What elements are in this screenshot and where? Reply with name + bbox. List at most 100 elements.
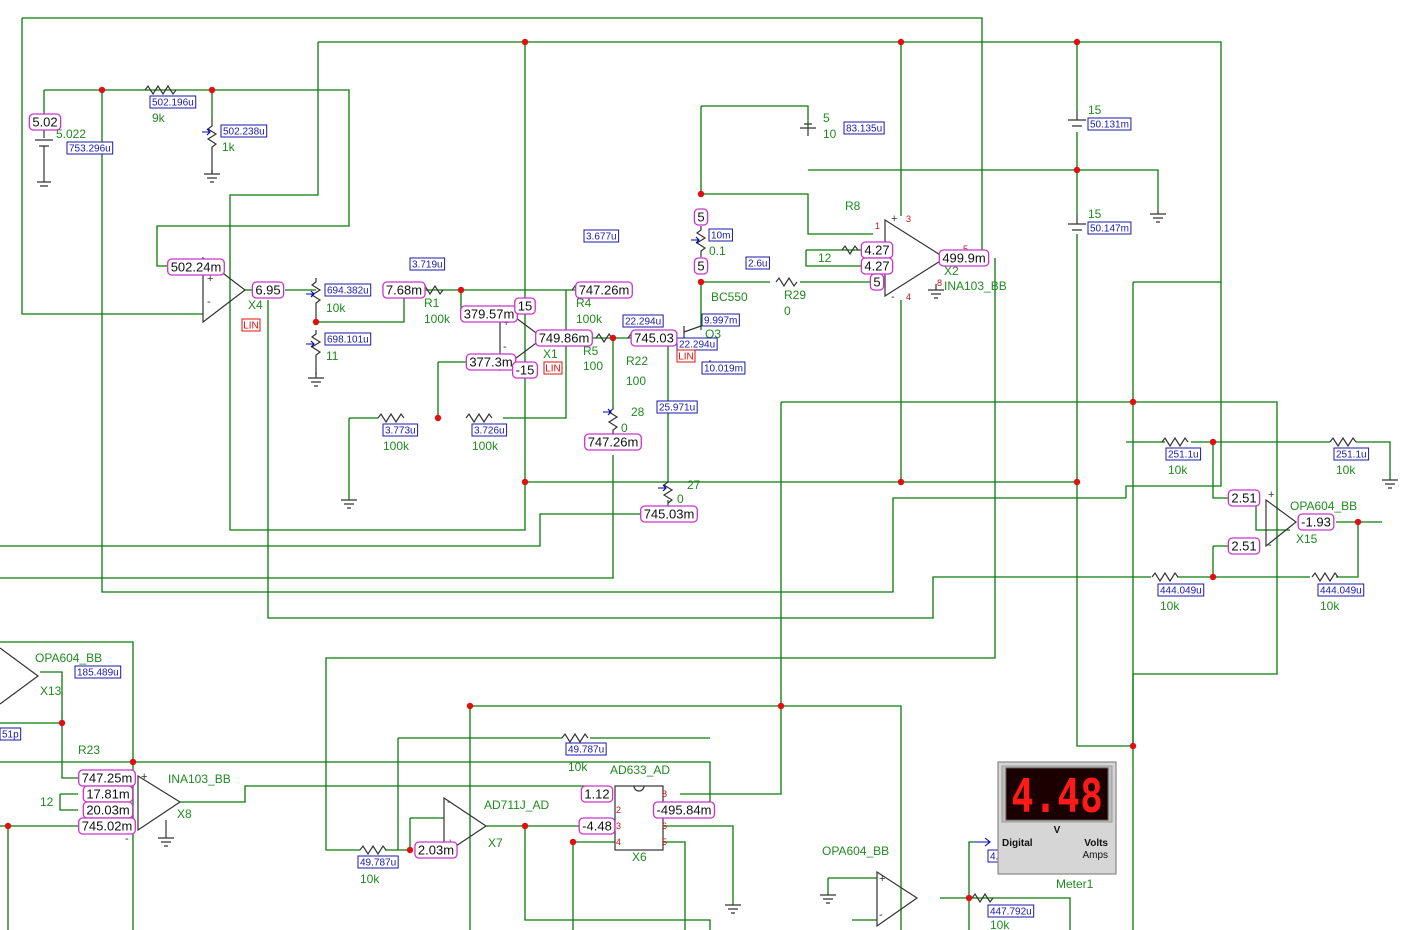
component-label: 27 (687, 478, 701, 492)
current-probe[interactable]: 3.726u (471, 423, 508, 437)
current-probe[interactable]: 9.997m (701, 313, 740, 327)
current-probe-value: 3.677u (586, 232, 617, 243)
voltage-probe-value: -1.93 (1301, 515, 1331, 530)
current-probe-value: 694.382u (327, 286, 369, 297)
component-label: 100k (424, 312, 451, 326)
current-probe[interactable]: 753.296u (66, 141, 114, 155)
current-probe[interactable]: 2.6u (745, 256, 770, 270)
component-label: 100 (583, 359, 603, 373)
current-probe[interactable]: 49.787u (357, 855, 399, 869)
current-probe[interactable]: 22.294u (622, 314, 664, 328)
current-probe[interactable]: 10m (708, 228, 733, 242)
current-probe[interactable]: 3.719u (409, 257, 446, 271)
voltage-probe[interactable]: 6.95 (251, 281, 285, 299)
meter-unit: V (1054, 825, 1061, 836)
component-label: AD633_AD (610, 763, 670, 777)
pin-number: 4 (616, 837, 621, 847)
voltage-probe-value: 4.27 (864, 259, 889, 274)
current-probe-value: 22.294u (679, 340, 715, 351)
voltage-probe[interactable]: 1.12 (580, 785, 614, 803)
component-label: R1 (424, 296, 440, 310)
current-probe[interactable]: 251.1u (1165, 447, 1202, 461)
voltage-probe-value: 1.12 (584, 787, 609, 802)
meter1[interactable]: 4.48 V Digital Volts Amps (997, 761, 1117, 875)
voltage-probe[interactable]: 5 (693, 208, 709, 226)
voltage-probe[interactable]: 379.57m (460, 305, 518, 323)
voltage-probe[interactable]: 2.51 (1227, 489, 1261, 507)
component-label: 12 (40, 795, 54, 809)
voltage-probe[interactable]: 747.26m (584, 433, 642, 451)
current-probe[interactable]: 3.773u (382, 423, 419, 437)
pot-0.1 (695, 226, 707, 257)
resistor-100k-a (377, 412, 405, 424)
voltage-probe[interactable]: 2.03m (414, 841, 458, 859)
voltage-probe[interactable]: 745.03 (630, 329, 678, 347)
current-probe-value: 185.489u (77, 668, 119, 679)
battery-5 (800, 123, 816, 136)
voltage-probe[interactable]: 5 (693, 257, 709, 275)
current-probe[interactable]: 10.019m (701, 361, 746, 375)
component-label: X15 (1296, 532, 1318, 546)
current-probe[interactable]: 185.489u (74, 665, 122, 679)
current-probe[interactable]: 444.049u (1317, 583, 1365, 597)
voltage-probe[interactable]: 499.9m (938, 249, 990, 267)
meter-mode-amps[interactable]: Amps (1082, 850, 1108, 861)
voltage-probe[interactable]: 5.02 (28, 113, 62, 131)
current-probe[interactable]: 25.971u (656, 400, 698, 414)
current-probe-value: 50.131m (1090, 120, 1129, 131)
current-probe-value: 10.019m (704, 364, 743, 375)
current-probe[interactable]: 502.238u (220, 124, 268, 138)
voltage-probe[interactable]: 7.68m (382, 281, 426, 299)
voltage-probe[interactable]: 15 (514, 297, 536, 315)
current-probe[interactable]: 251.1u (1333, 447, 1370, 461)
voltage-probe[interactable]: 745.02m (78, 817, 136, 835)
voltage-probe[interactable]: 377.3m (465, 353, 517, 371)
resistor-r5 (595, 332, 613, 344)
current-probe[interactable]: 51p (0, 727, 22, 741)
current-probe[interactable]: 444.049u (1157, 583, 1205, 597)
voltage-probe[interactable]: -15 (511, 361, 539, 379)
voltage-probe[interactable]: -495.84m (652, 801, 716, 819)
voltage-probe[interactable]: 745.03m (640, 505, 698, 523)
svg-text:+: + (141, 771, 147, 783)
voltage-probe[interactable]: 20.03m (82, 801, 134, 819)
resistor-10k-x15a (1161, 436, 1189, 448)
current-probe-value: 251.1u (1168, 450, 1199, 461)
current-probe[interactable]: 447.792u (987, 904, 1035, 918)
voltage-probe[interactable]: 5 (869, 273, 885, 291)
current-probe[interactable]: 22.294u (676, 337, 718, 351)
current-probe[interactable]: 694.382u (324, 283, 372, 297)
current-probe[interactable]: 83.135u (843, 121, 885, 135)
pin-number: 8 (662, 789, 667, 799)
current-probe[interactable]: 50.131m (1087, 117, 1132, 131)
voltage-probe[interactable]: 17.81m (82, 785, 134, 803)
current-probe[interactable]: 502.196u (149, 95, 197, 109)
current-probe-value: 753.296u (69, 144, 111, 155)
voltage-probe[interactable]: 749.86m (535, 329, 593, 347)
component-label: 15 (1088, 103, 1102, 117)
resistor-10k-x6 (561, 732, 589, 744)
svg-text:+: + (1268, 489, 1274, 501)
component-label: 0 (784, 304, 791, 318)
opamp-x7 (443, 796, 488, 856)
voltage-probe[interactable]: 747.25m (78, 769, 136, 787)
voltage-probe[interactable]: 4.27 (860, 241, 894, 259)
lin-tag: LIN (676, 349, 696, 363)
current-probe[interactable]: 49.787u (565, 742, 607, 756)
meter-mode-digital[interactable]: Digital (1002, 838, 1033, 849)
current-probe[interactable]: 3.677u (583, 229, 620, 243)
component-label: INA103_BB (168, 772, 231, 786)
current-probe[interactable]: 50.147m (1087, 221, 1132, 235)
voltage-probe[interactable]: 4.27 (860, 257, 894, 275)
voltage-probe[interactable]: 747.26m (575, 281, 633, 299)
voltage-probe[interactable]: 2.51 (1227, 537, 1261, 555)
current-probe-value: 447.792u (990, 907, 1032, 918)
voltage-probe[interactable]: 502.24m (167, 258, 225, 276)
voltage-probe[interactable]: -4.48 (578, 817, 616, 835)
svg-text:-: - (879, 909, 883, 921)
current-probe[interactable]: 698.101u (324, 332, 372, 346)
voltage-probe[interactable]: -1.93 (1297, 513, 1335, 531)
component-label: 10k (360, 872, 380, 886)
meter-mode-volts[interactable]: Volts (1084, 838, 1108, 849)
